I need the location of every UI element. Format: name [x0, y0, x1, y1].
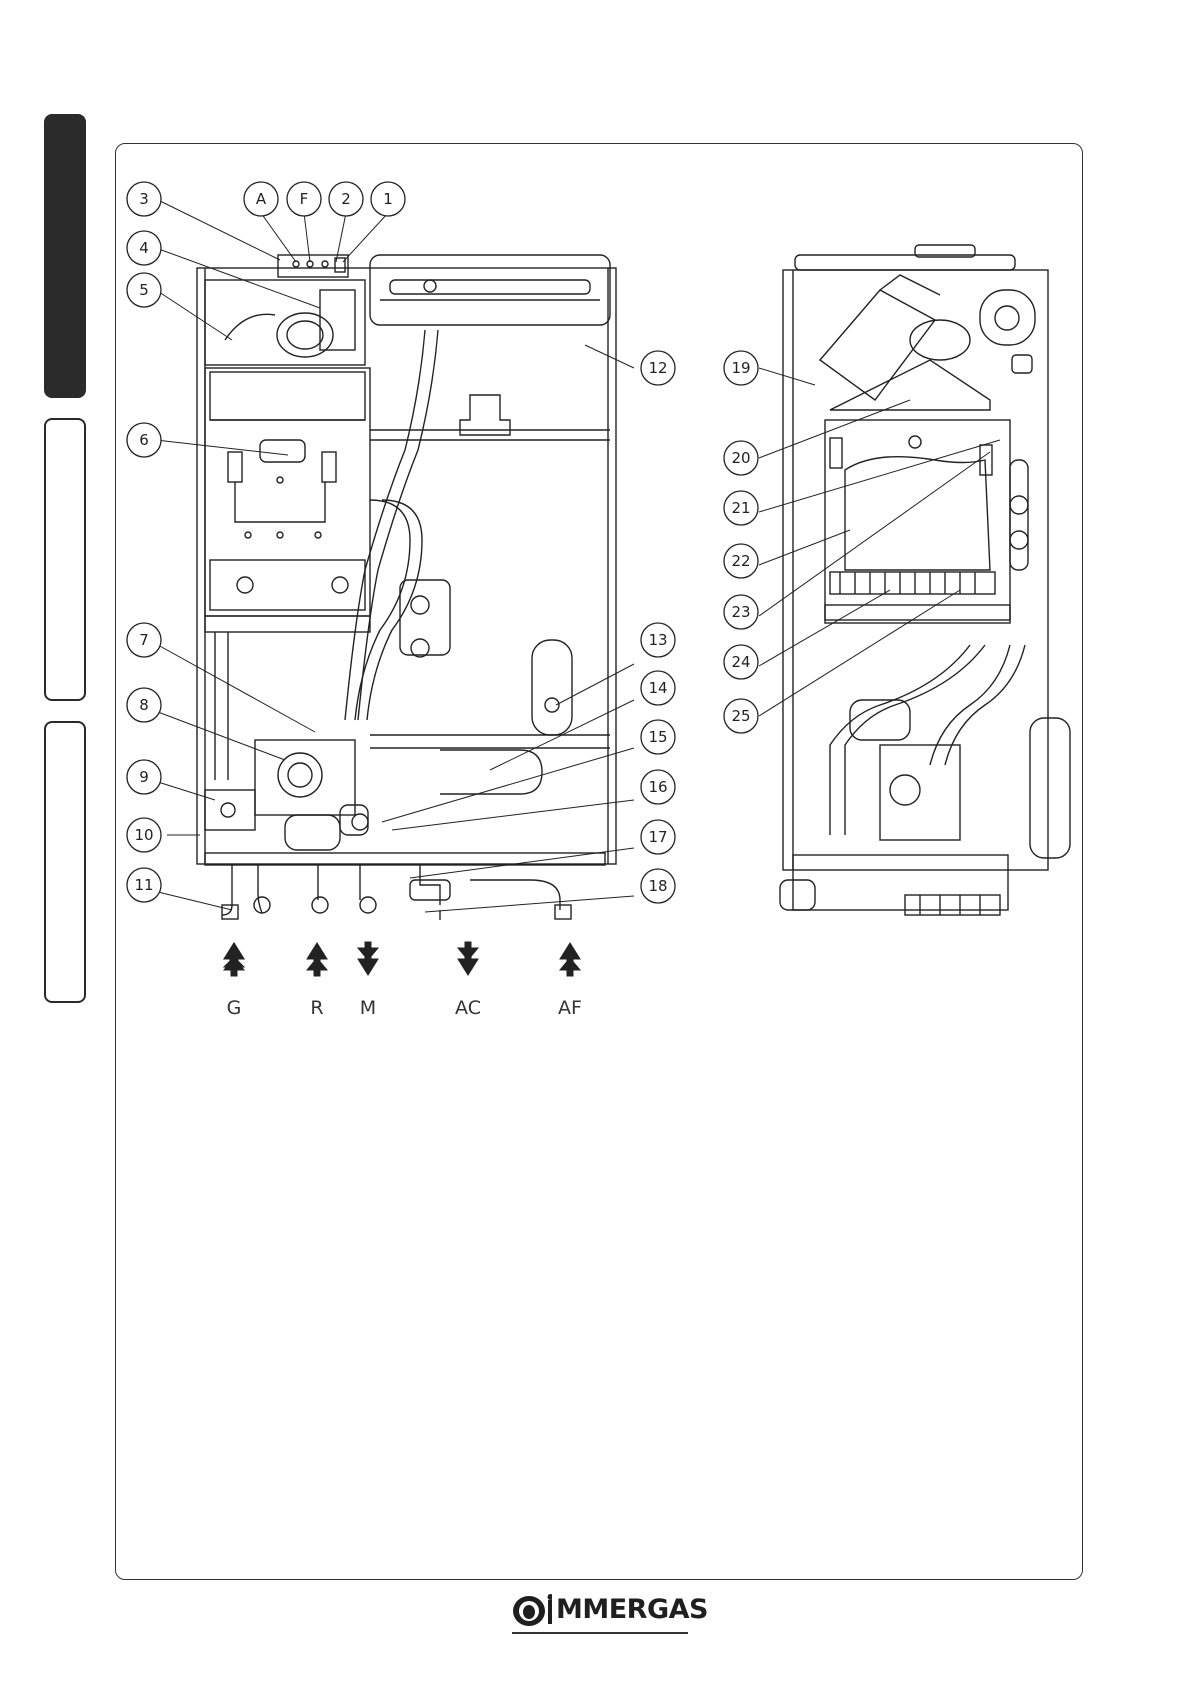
connection-label-cold-water: AF	[558, 997, 582, 1019]
callout-label-6: 6	[139, 431, 149, 449]
callout-label-20: 20	[731, 449, 750, 467]
front-view	[197, 255, 616, 920]
connection-label-gas: G	[227, 997, 242, 1019]
callout-label-1: 1	[383, 190, 393, 208]
callout-label-18: 18	[648, 877, 667, 895]
connection-labels: G R M AC AF	[227, 997, 582, 1019]
connection-arrows	[224, 942, 580, 976]
callout-label-4: 4	[139, 239, 149, 257]
callout-label-16: 16	[648, 778, 667, 796]
callout-label-10: 10	[134, 826, 153, 844]
immergas-logo: MMERGAS	[512, 1592, 688, 1632]
callout-label-3: 3	[139, 190, 149, 208]
callout-label-12: 12	[648, 359, 667, 377]
connection-label-hot-water: AC	[455, 997, 481, 1019]
callout-label-23: 23	[731, 603, 750, 621]
callout-label-2: 2	[341, 190, 351, 208]
callout-label-5: 5	[139, 281, 149, 299]
callout-label-21: 21	[731, 499, 750, 517]
brand-name: MMERGAS	[556, 1594, 708, 1625]
callout-label-15: 15	[648, 728, 667, 746]
callout-label-14: 14	[648, 679, 667, 697]
callout-label-A: A	[256, 190, 267, 208]
connection-label-return: R	[310, 997, 323, 1019]
callout-label-8: 8	[139, 696, 149, 714]
callout-label-17: 17	[648, 828, 667, 846]
connection-label-flow: M	[360, 997, 376, 1019]
callout-label-25: 25	[731, 707, 750, 725]
callout-label-22: 22	[731, 552, 750, 570]
callout-label-7: 7	[139, 631, 149, 649]
callout-label-F: F	[300, 190, 309, 208]
callout-label-9: 9	[139, 768, 149, 786]
callout-label-11: 11	[134, 876, 153, 894]
callout-label-19: 19	[731, 359, 750, 377]
logo-underline	[512, 1632, 688, 1634]
callout-labels: 3 A F 2 1 4 5 6 7 8 9 10 11 12 13 14 15 …	[134, 190, 750, 895]
side-view	[780, 245, 1070, 915]
flame-logo-icon	[512, 1594, 552, 1628]
callout-label-13: 13	[648, 631, 667, 649]
callout-label-24: 24	[731, 653, 750, 671]
leader-lines	[156, 199, 1000, 912]
